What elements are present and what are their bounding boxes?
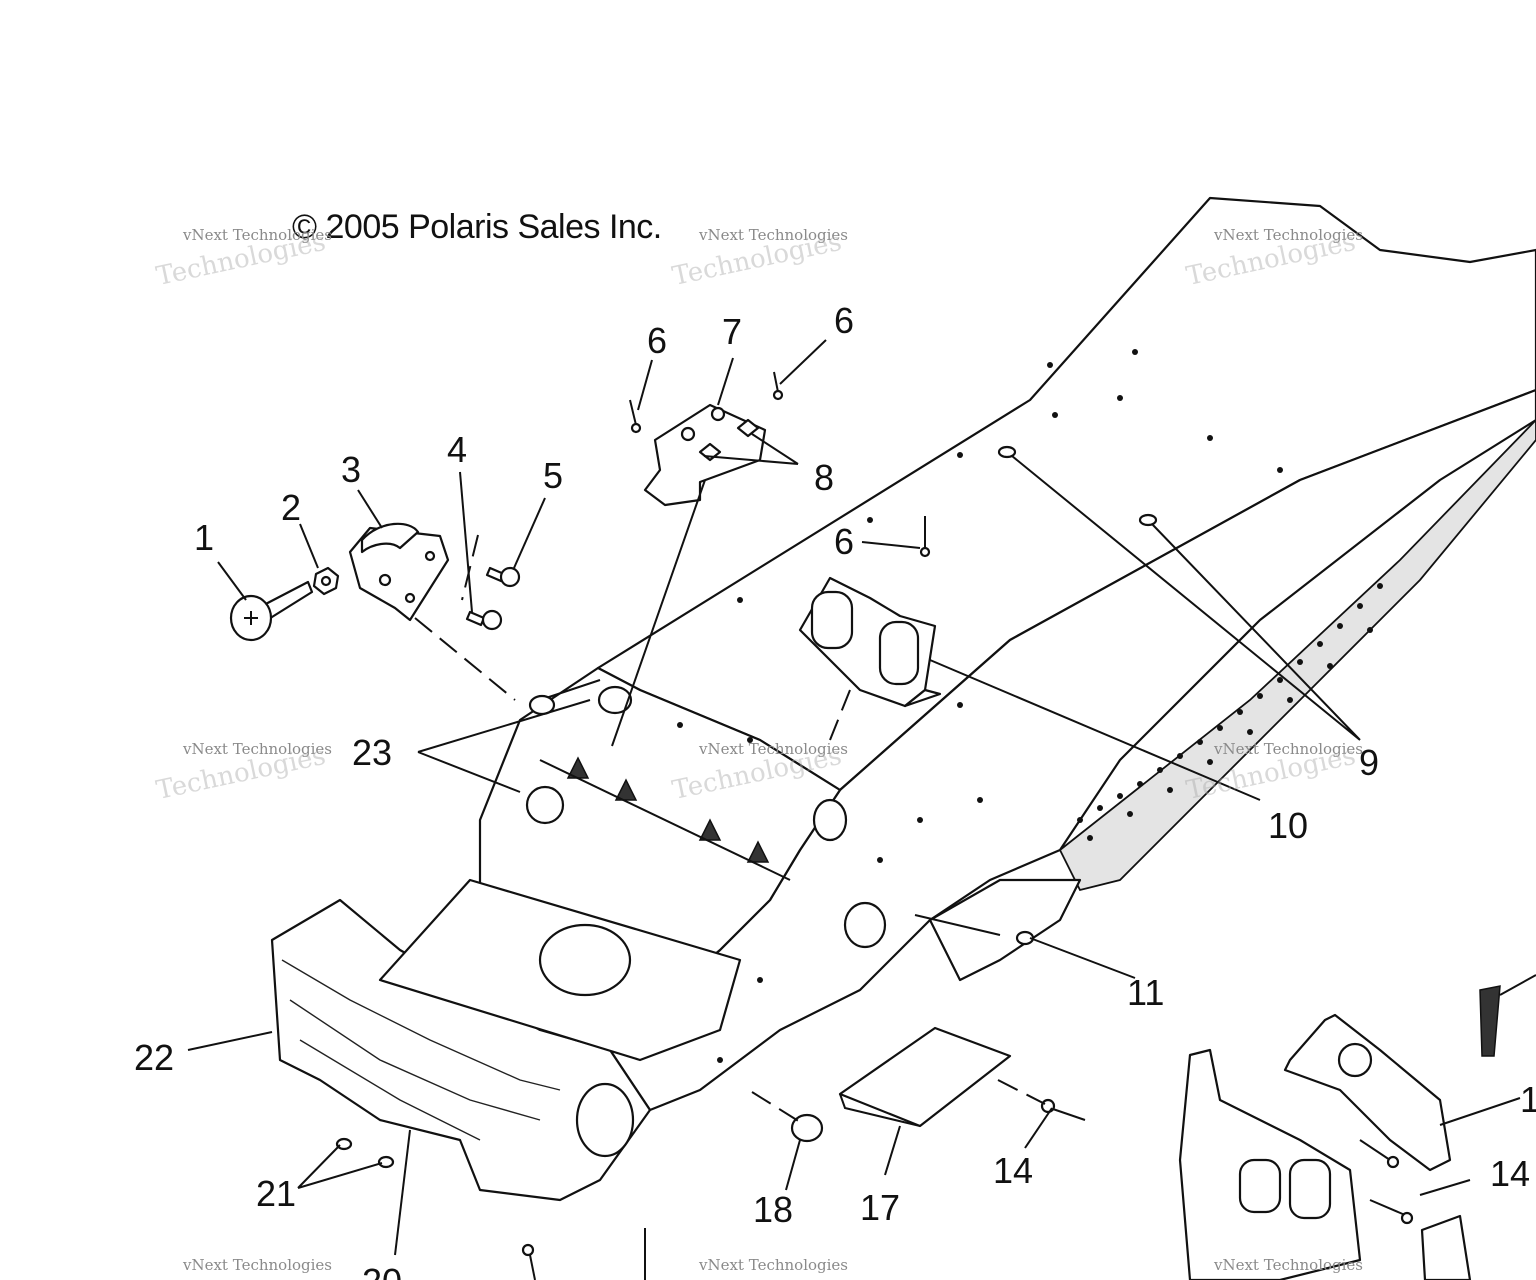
- callout-6c: 6: [834, 521, 854, 562]
- pads-21: [335, 1137, 395, 1169]
- copyright-notice: © 2005 Polaris Sales Inc.: [292, 208, 662, 246]
- watermark: vNext Technologies: [1214, 226, 1364, 244]
- deck-slot-9a: [997, 445, 1017, 459]
- side-bracket-assembly: [1178, 985, 1501, 1280]
- bottom-partial-parts: [521, 1228, 646, 1280]
- tunnel-rail: [1058, 418, 1536, 892]
- watermark: vNext Technologies: [1214, 740, 1364, 758]
- callout-17: 17: [860, 1187, 900, 1228]
- bolt-1: [229, 580, 314, 642]
- bracket-3: [348, 522, 450, 622]
- deck-holes: [677, 349, 1283, 1063]
- callout-1: 1: [194, 517, 214, 558]
- callout-2: 2: [281, 487, 301, 528]
- callout-6a: 6: [647, 320, 667, 361]
- callout-10: 10: [1268, 805, 1308, 846]
- screw-4: [465, 609, 503, 631]
- bracket-10: [798, 576, 942, 708]
- bulkhead-hole: [525, 785, 565, 825]
- nose-hole: [575, 1082, 635, 1158]
- callout-5: 5: [543, 455, 563, 496]
- watermark: vNext Technologies: [699, 226, 849, 244]
- callout-4: 4: [447, 429, 467, 470]
- callout-6b: 6: [834, 300, 854, 341]
- callout-14b: 14: [1490, 1153, 1530, 1194]
- callout-8: 8: [814, 457, 834, 498]
- bracket-7: [643, 403, 767, 507]
- callout-3: 3: [341, 449, 361, 490]
- callout-9: 9: [1359, 742, 1379, 783]
- watermark: vNext Technologies: [183, 1256, 333, 1274]
- watermark: vNext Technologies: [699, 740, 849, 758]
- callout-15-partial: 1: [1520, 1079, 1536, 1120]
- callout-11: 11: [1127, 972, 1164, 1013]
- steering-cutout: [538, 923, 632, 997]
- callout-7: 7: [722, 311, 742, 352]
- callout-22: 22: [134, 1037, 174, 1078]
- callout-23: 23: [352, 732, 392, 773]
- callout-14a: 14: [993, 1150, 1033, 1191]
- rivet-6: [629, 371, 931, 558]
- leader-lines: [187, 339, 1536, 1256]
- nut-2: [312, 566, 340, 596]
- watermark: vNext Technologies: [183, 226, 333, 244]
- callout-labels: 1 2 3 4 5 6 7 6 8 6 9 10 11 14 14 1 17 1…: [134, 300, 1536, 1280]
- plate-17: [838, 1026, 1012, 1128]
- rail-perforations: [1077, 583, 1383, 841]
- watermark: vNext Technologies: [183, 740, 333, 758]
- callout-18: 18: [753, 1189, 793, 1230]
- deck-slot-9b: [1138, 513, 1158, 527]
- callout-21: 21: [256, 1173, 296, 1214]
- screw-5: [485, 566, 521, 588]
- rivet-14: [1040, 1098, 1086, 1121]
- plug-18: [790, 1113, 824, 1143]
- watermark: vNext Technologies: [1214, 1256, 1364, 1274]
- callout-20: 20: [362, 1261, 402, 1280]
- watermark: vNext Technologies: [699, 1256, 849, 1274]
- running-board-bracket: [928, 878, 1082, 982]
